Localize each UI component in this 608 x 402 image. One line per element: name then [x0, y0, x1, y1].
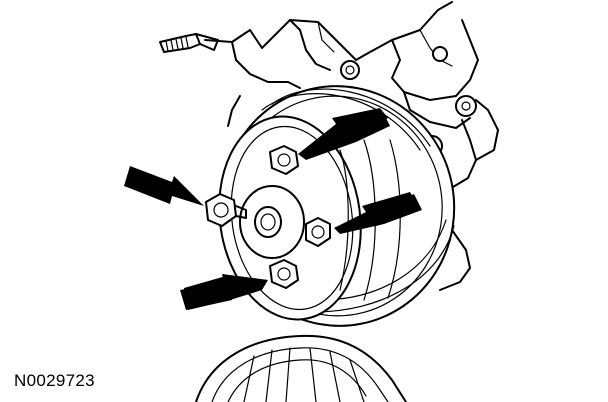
- fan-pulley-icon: [218, 85, 456, 327]
- pulley-bolt-icon: [205, 145, 331, 289]
- callout-arrow-left-bolt: [124, 166, 204, 206]
- stud-icon: [159, 33, 219, 53]
- callout-arrows: [124, 108, 422, 310]
- callout-arrow-top-bolt: [298, 108, 388, 154]
- crankshaft-pulley-icon: [195, 334, 407, 402]
- figure-reference-number: N0029723: [14, 371, 95, 390]
